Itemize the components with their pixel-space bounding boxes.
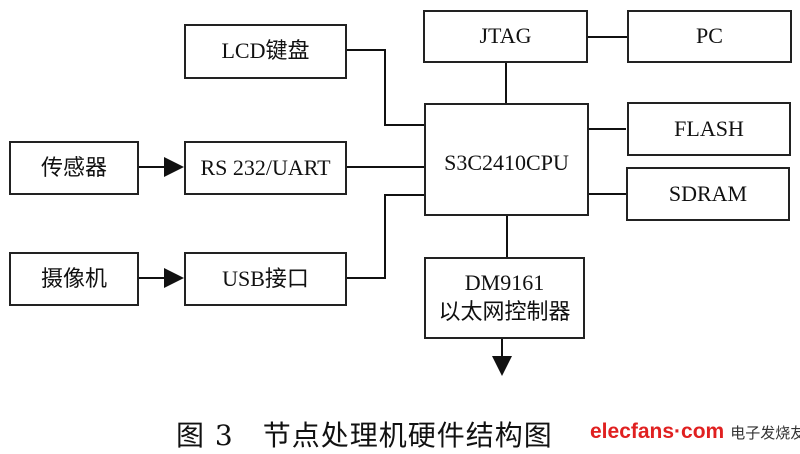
ethernet-controller-block: DM9161 以太网控制器 [424,257,585,339]
flash-label: FLASH [674,115,744,141]
pc-block: PC [627,10,792,63]
ethernet-controller-label: 以太网控制器 [438,299,571,324]
usb-block: USB接口 [184,252,347,306]
watermark: elecfans·com 电子发烧友 [590,420,800,444]
lcd-keyboard-block: LCD键盘 [184,24,347,79]
lcd-keyboard-label: LCD键盘 [221,38,310,64]
figure-caption: 图 3 节点处理机硬件结构图 [176,419,553,452]
usb-label: USB接口 [222,265,309,291]
sdram-label: SDRAM [668,180,748,206]
pc-label: PC [696,23,723,49]
flash-block: FLASH [627,102,791,156]
jtag-label: JTAG [479,23,532,49]
cpu-label: S3C2410CPU [444,150,569,175]
uart-block: RS 232/UART [184,141,347,195]
sensor-label: 传感器 [40,154,107,180]
camera-block: 摄像机 [9,252,139,306]
sensor-block: 传感器 [9,141,139,195]
cpu-block: S3C2410CPU [424,103,589,216]
ethernet-chip-label: DM9161 [464,270,545,296]
line-lcd-cpu [345,49,425,126]
watermark-name: 电子发烧友 [730,424,800,442]
sdram-block: SDRAM [626,167,790,221]
watermark-site: elecfans·com [590,420,725,443]
uart-label: RS 232/UART [200,154,331,180]
line-usb-cpu [345,194,425,279]
camera-label: 摄像机 [40,265,107,291]
jtag-block: JTAG [423,10,588,63]
